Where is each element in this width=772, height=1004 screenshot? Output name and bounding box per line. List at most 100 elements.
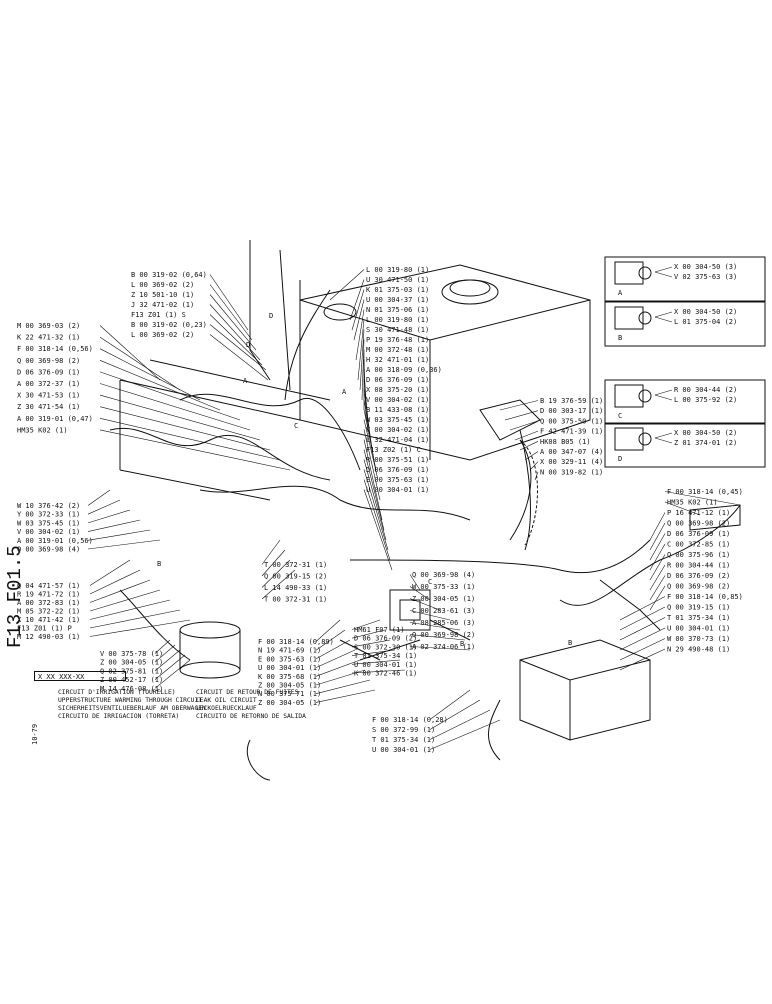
part-label: U 30 471-50 (1)	[366, 276, 429, 284]
leader-line	[261, 539, 281, 565]
leader-line	[87, 509, 131, 524]
leader-line	[654, 394, 673, 401]
leader-line	[654, 437, 673, 444]
part-label: B 11 433-08 (1)	[366, 406, 429, 414]
leader-line	[429, 689, 471, 720]
leader-line	[353, 299, 365, 341]
inset-seal-B	[638, 311, 652, 325]
callout-letter: A	[342, 388, 347, 396]
leader-line	[315, 629, 346, 651]
vertical-pipes	[249, 240, 301, 420]
inset-seal-A	[638, 266, 652, 280]
leader-line	[351, 649, 396, 656]
leader-line	[315, 659, 361, 677]
part-label: Q 00 319-15 (1)	[667, 604, 730, 612]
part-label: Q 00 375-96 (1)	[667, 551, 730, 559]
part-label: R 19 471-72 (1)	[17, 591, 80, 599]
inset-letter-C: C	[618, 412, 622, 420]
part-label: D 06 376-09 (1)	[17, 368, 80, 376]
inset-fitting-A	[614, 261, 644, 285]
part-label: L 14 490-33 (1)	[264, 584, 327, 592]
leader-line	[363, 439, 383, 521]
leader-line	[363, 409, 377, 471]
leader-line	[363, 429, 381, 501]
sheet-number: F13 F01.5	[4, 545, 26, 648]
leader-line	[351, 619, 381, 630]
leader-line	[499, 400, 539, 411]
inset-seal-C	[638, 389, 652, 403]
part-label: D 06 376-09 (2)	[354, 635, 417, 643]
inset-label: L 00 375-92 (2)	[674, 396, 737, 404]
part-label: Z 00 304-05 (1)	[412, 595, 475, 603]
part-label: A 00 372-83 (1)	[17, 599, 80, 607]
leader-line	[619, 648, 666, 671]
leader-line	[619, 596, 666, 621]
part-label: B 00 319-02 (0,23)	[131, 321, 207, 329]
leader-line	[351, 289, 365, 331]
leader-line	[209, 304, 261, 361]
part-label: T 00 372-31 (1)	[264, 596, 327, 604]
hose-4	[284, 289, 331, 401]
reservoir-hose	[119, 589, 191, 661]
inset-letter-A: A	[618, 289, 623, 297]
right-fitting	[689, 504, 741, 531]
leader-line	[359, 329, 365, 391]
part-label: T 01 375-34 (1)	[372, 736, 435, 744]
code-box: X XX XXX-XX	[34, 671, 126, 681]
leader-line	[409, 622, 461, 631]
part-label: X 30 471-53 (1)	[17, 392, 80, 400]
part-label: A 02 374-06 (1)	[412, 643, 475, 651]
inset-fitting-C	[614, 384, 644, 408]
inset-label: X 00 304-50 (2)	[674, 308, 737, 316]
leader-line	[429, 719, 501, 750]
leader-line	[654, 432, 673, 439]
leader-line	[619, 606, 666, 631]
part-label: U 00 304-01 (1)	[372, 746, 435, 754]
part-label: V 00 304-02 (1)	[366, 396, 429, 404]
filter-block	[519, 639, 651, 741]
part-label: S 00 372-30 (1)	[354, 643, 417, 651]
part-label: D 06 376-09 (1)	[366, 376, 429, 384]
part-label: K 00 375-68 (1)	[258, 673, 321, 681]
leader-line	[429, 709, 491, 740]
part-label: W 00 370-73 (1)	[667, 635, 730, 643]
leader-line	[315, 649, 356, 668]
leader-line	[154, 654, 186, 680]
part-label: N 01 375-06 (1)	[366, 306, 429, 314]
leader-line	[87, 539, 161, 550]
part-label: X 08 375-20 (1)	[366, 386, 429, 394]
leader-line	[154, 659, 191, 689]
part-label: F13 Z02 (1) C	[366, 446, 421, 454]
right-hose	[559, 504, 741, 606]
part-label: Q 00 369-98 (2)	[667, 520, 730, 528]
filter-edges	[519, 659, 651, 740]
leader-line	[363, 489, 393, 571]
leader-line	[534, 471, 539, 481]
filter-hose	[487, 699, 501, 761]
mid-right-valve	[479, 399, 541, 441]
part-label: N 29 490-48 (1)	[667, 646, 730, 654]
long-hose	[349, 539, 651, 574]
part-label: W 03 375-45 (1)	[17, 519, 80, 527]
leader-line	[261, 569, 296, 600]
inset-frame-C	[604, 379, 766, 425]
title-block-left: CIRCUIT D'IRRIGATION (TOURELLE) UPPERSTR…	[58, 689, 206, 721]
inset-label: R 00 304-44 (2)	[674, 386, 737, 394]
part-label: N 00 375-71 (1)	[258, 690, 321, 698]
part-label: D 06 376-09 (2)	[667, 572, 730, 580]
leader-line	[99, 383, 251, 431]
callout-letter: A	[243, 377, 248, 385]
callout-letter: D	[246, 341, 250, 349]
leader-line	[89, 619, 191, 637]
part-label: C 00 372-85 (1)	[667, 541, 730, 549]
leader-line	[654, 316, 673, 323]
part-label: Z 00 452-17 (1)	[100, 676, 163, 684]
part-label: M 12 490-03 (1)	[17, 633, 80, 641]
callout-letter: B	[460, 640, 464, 648]
title-left-de: SICHERHEITSVENTILUEBERLAUF AM OBERWAGEN	[58, 704, 206, 712]
part-label: HK08 B05 (1)	[540, 438, 591, 446]
part-label: H 32 471-01 (1)	[366, 356, 429, 364]
part-label: A 00 372-37 (1)	[17, 380, 80, 388]
part-label: Z 10 501-10 (1)	[131, 291, 194, 299]
